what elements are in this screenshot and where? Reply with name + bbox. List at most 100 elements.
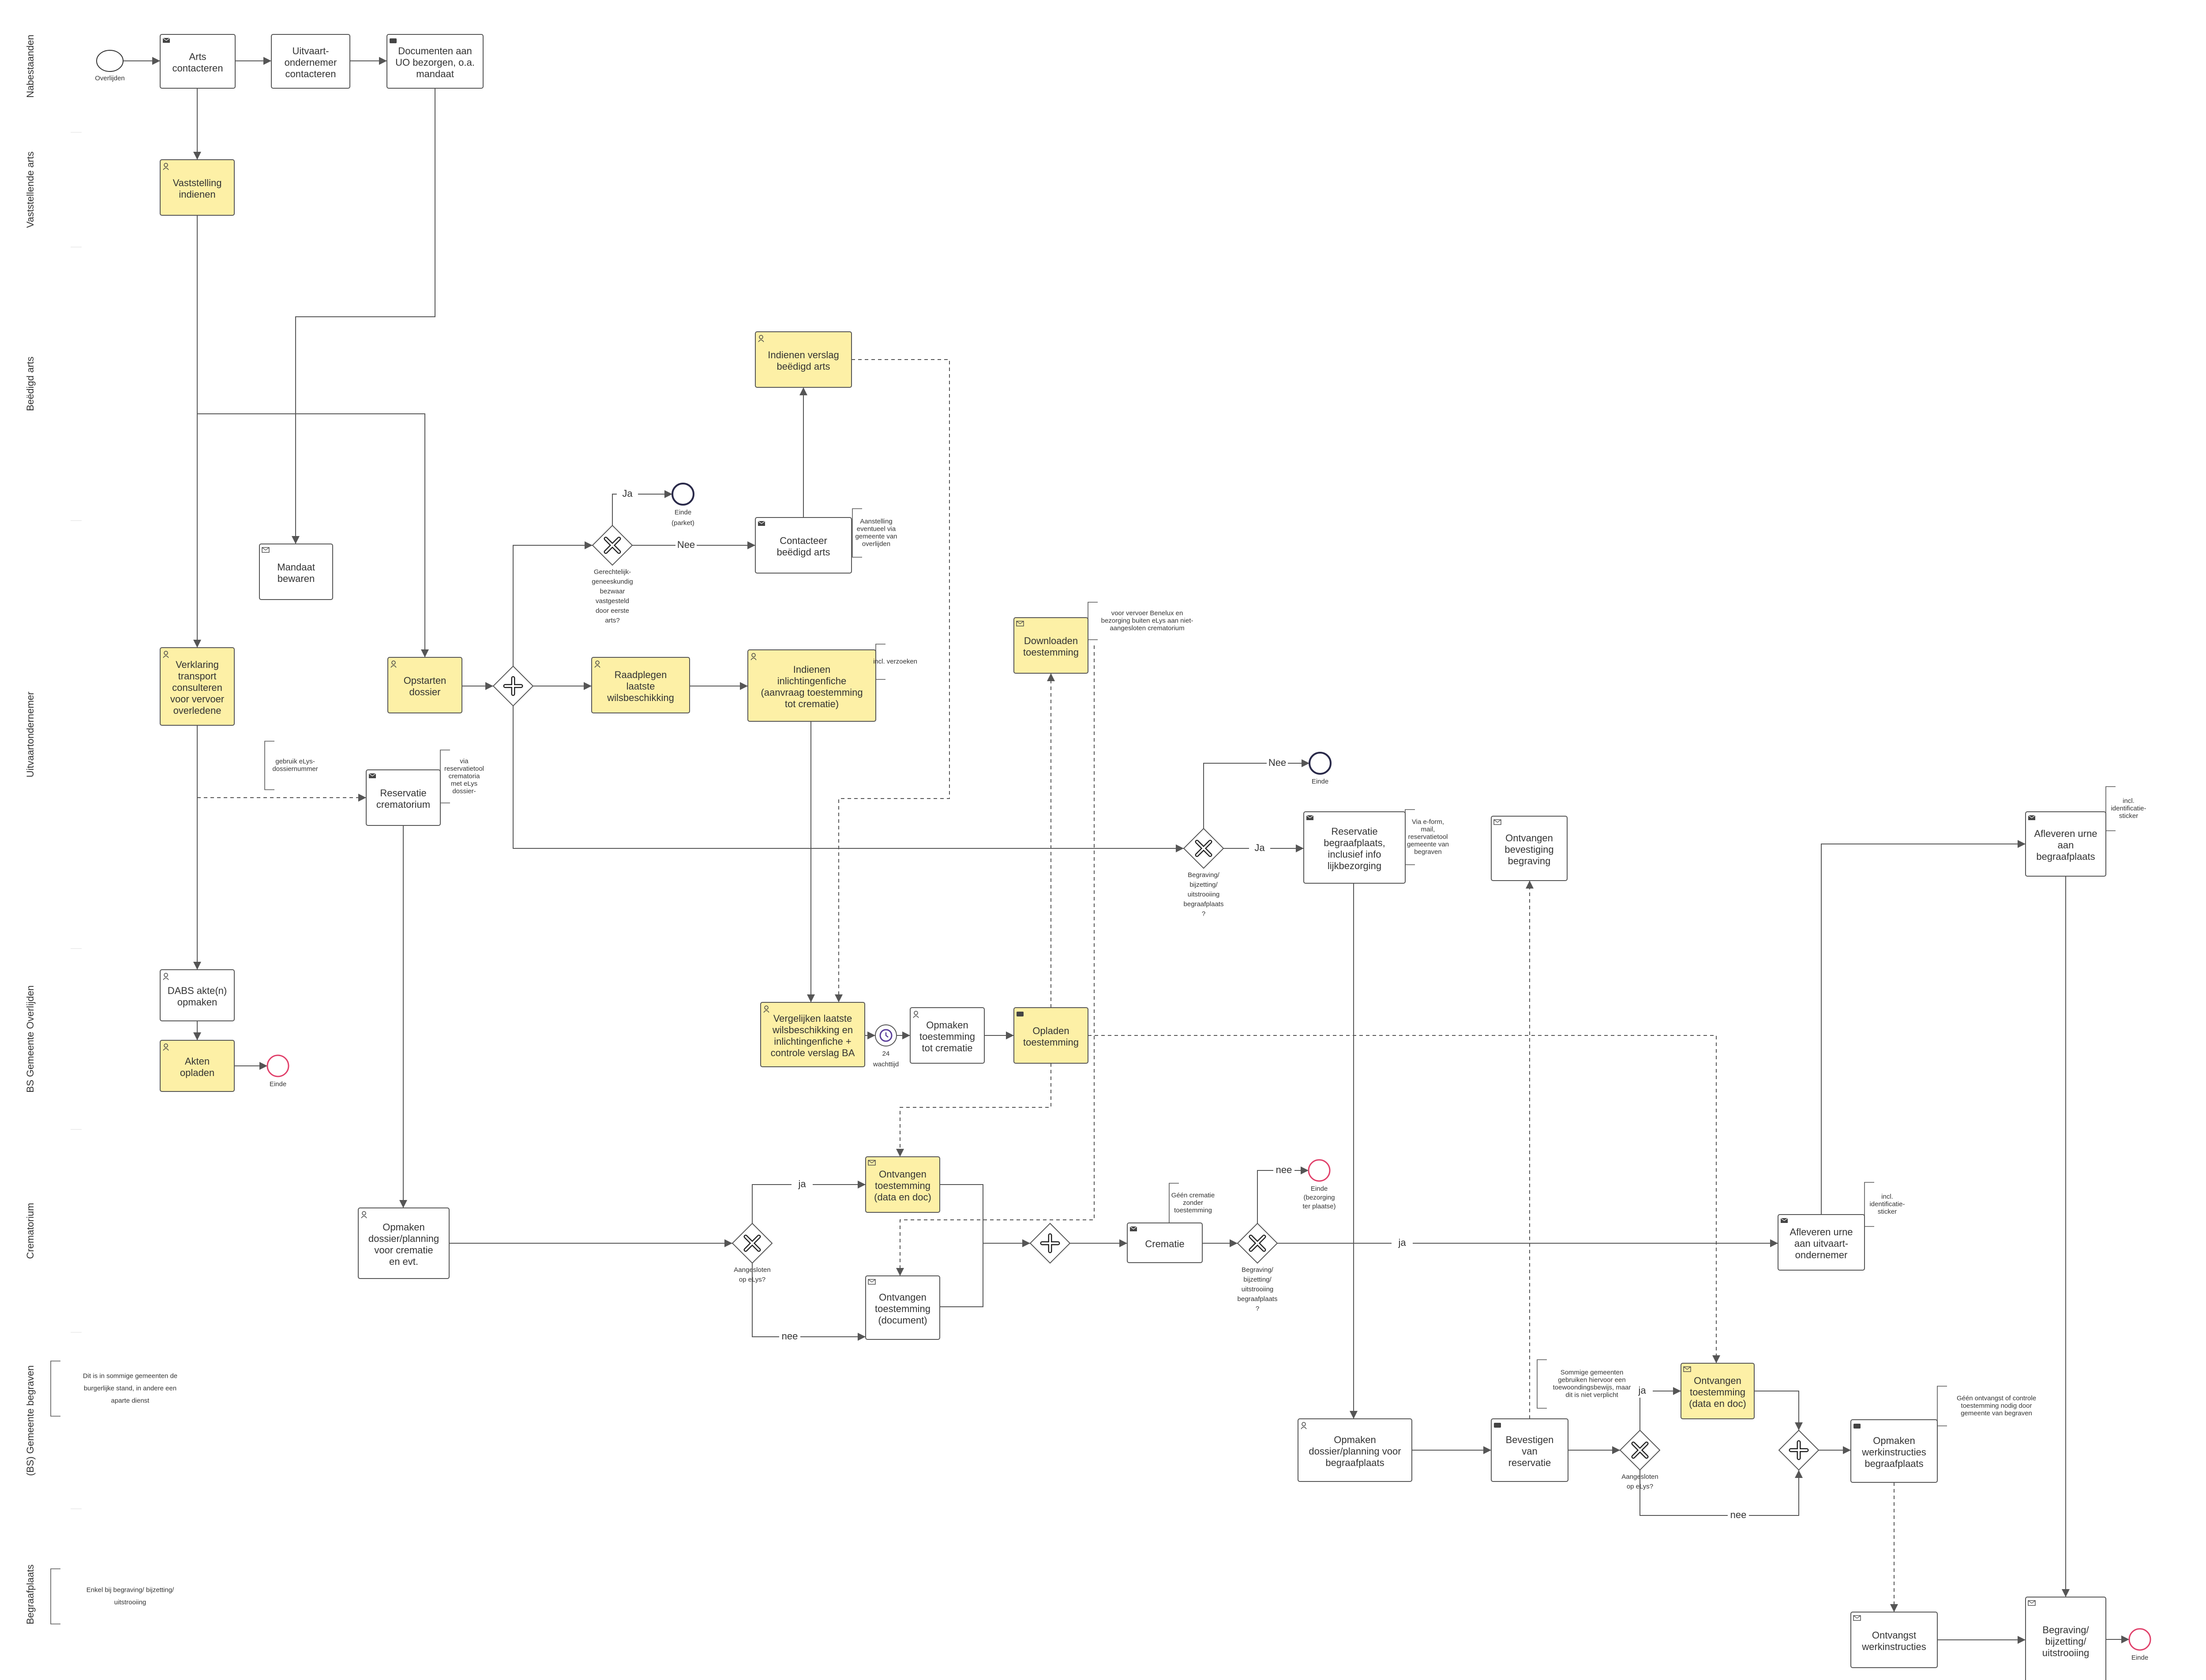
user-icon-body [758, 339, 764, 342]
task-box[interactable] [259, 544, 333, 600]
task-box[interactable] [747, 649, 876, 722]
user-icon [362, 1211, 366, 1215]
end-event-circle[interactable] [672, 483, 694, 506]
task-box[interactable] [160, 1040, 235, 1092]
task-box[interactable] [1013, 1007, 1088, 1064]
task-label: consulteren [172, 682, 222, 693]
end-event-circle[interactable] [2128, 1628, 2151, 1651]
task-box[interactable] [387, 657, 462, 713]
gateway-g6[interactable]: Begraving/bijzetting/uitstrooiingbegraaf… [1237, 1222, 1278, 1312]
task-label: dossier/planning [368, 1233, 439, 1244]
task-t32[interactable]: Begraving/bijzetting/uitstrooiing [2025, 1597, 2106, 1680]
task-box[interactable] [591, 657, 690, 713]
task-box[interactable] [160, 969, 235, 1021]
task-box[interactable] [1491, 816, 1568, 881]
task-box[interactable] [865, 1275, 940, 1340]
task-box[interactable] [910, 1007, 985, 1064]
event-e_begr[interactable]: Einde [2128, 1628, 2151, 1661]
task-box[interactable] [2025, 1597, 2106, 1680]
task-box[interactable] [386, 34, 484, 89]
gateway-g1[interactable] [492, 665, 534, 707]
annotation-bracket [440, 750, 450, 803]
lane-label: (BS) Gemeente begraven [25, 1365, 36, 1476]
task-label: begraafplaats [1865, 1458, 1923, 1469]
gateway-g2[interactable]: Gerechtelijk-geneeskundigbezwaarvastgest… [592, 525, 633, 624]
flow-opladen-begraven [1088, 1035, 1720, 1363]
x-icon-inner [1250, 1236, 1265, 1251]
annotation-a3: incl. verzoeken [873, 644, 917, 680]
task-box[interactable] [1850, 1419, 1938, 1483]
event-e_parket[interactable]: Einde(parket) [672, 483, 694, 527]
end-event-circle[interactable] [1308, 1159, 1331, 1182]
lane-vast: Vaststellende arts [25, 132, 82, 228]
event-e_bs[interactable]: Einde [266, 1054, 289, 1088]
task-box[interactable] [160, 647, 235, 726]
task-box[interactable] [1778, 1214, 1865, 1271]
annotation-text: identificatie- [1869, 1200, 1905, 1208]
task-box[interactable] [1127, 1222, 1203, 1263]
task-t25[interactable]: Crematie [1127, 1222, 1203, 1263]
task-box[interactable] [271, 34, 350, 89]
task-t17[interactable]: DABS akte(n)opmaken [160, 969, 235, 1021]
end-event-circle[interactable] [1309, 752, 1332, 775]
task-label: en evt. [389, 1256, 418, 1267]
task-box[interactable] [1850, 1612, 1938, 1668]
task-box[interactable] [1491, 1418, 1568, 1482]
gateway-g8[interactable] [1778, 1429, 1820, 1471]
task-box[interactable] [760, 1002, 865, 1067]
task-box[interactable] [865, 1156, 940, 1213]
task-box[interactable] [1013, 617, 1088, 674]
task-box[interactable] [755, 517, 852, 574]
flow-label-text: nee [782, 1331, 798, 1342]
gateway-g3[interactable]: Begraving/bijzetting/uitstrooiingbegraaf… [1183, 828, 1224, 918]
annotation-text: sticker [1878, 1208, 1897, 1215]
manual-task-icon [390, 38, 397, 43]
task-box[interactable] [160, 159, 235, 216]
task-box[interactable] [1298, 1418, 1412, 1482]
event-e_start[interactable]: Overlijden [95, 50, 125, 82]
end-event-circle[interactable] [266, 1054, 289, 1077]
gateway-g5[interactable] [1029, 1222, 1071, 1264]
task-box[interactable] [755, 331, 852, 388]
event-e_uit[interactable]: Einde [1309, 752, 1332, 785]
task-box[interactable] [2025, 811, 2106, 877]
task-box[interactable] [1681, 1363, 1755, 1419]
task-box[interactable] [358, 1208, 450, 1279]
task-box[interactable] [160, 34, 236, 89]
start-event-circle[interactable] [96, 50, 124, 72]
